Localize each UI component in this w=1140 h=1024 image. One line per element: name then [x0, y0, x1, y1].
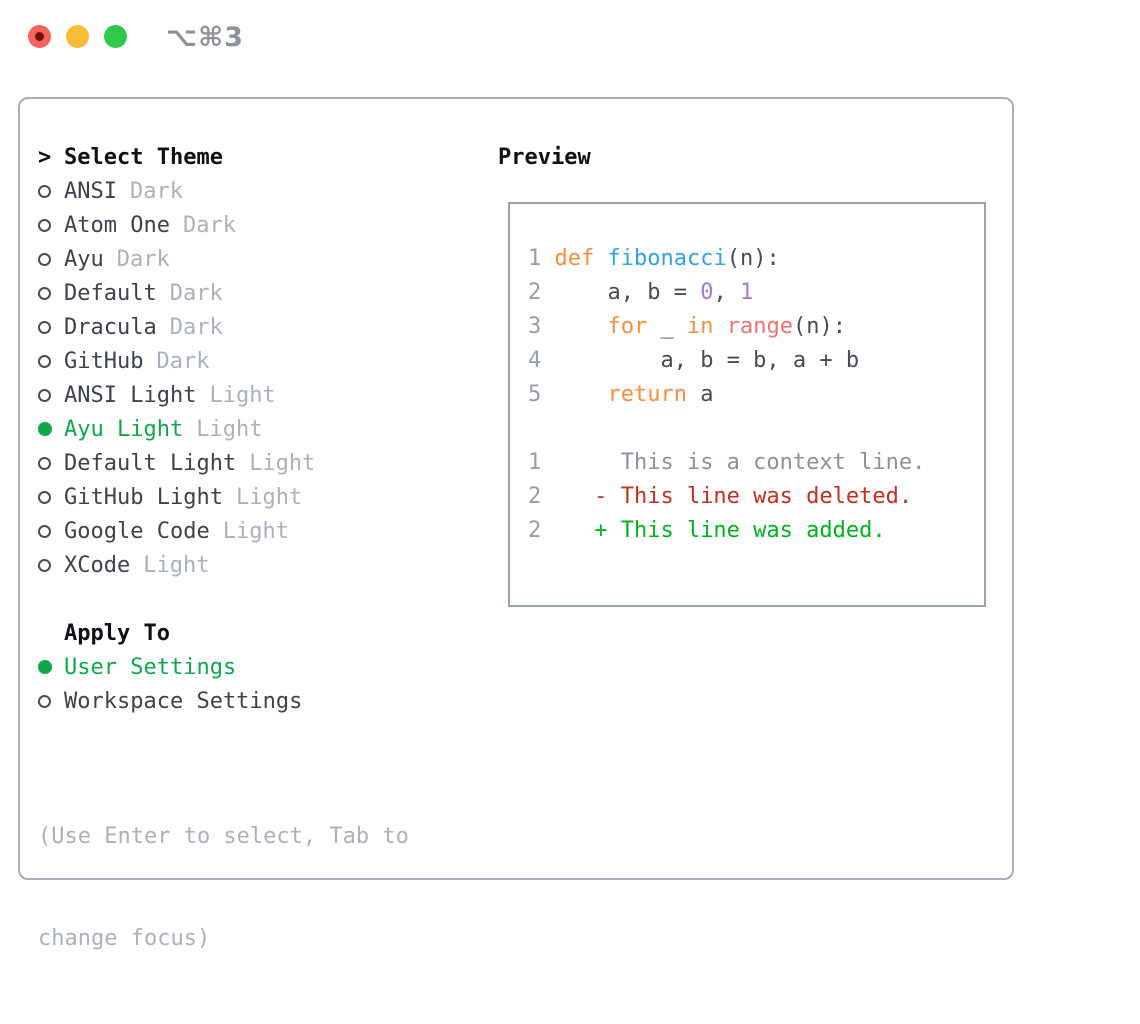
variant-tag: Dark [156, 348, 210, 374]
apply-to-label: Apply To [64, 620, 170, 646]
variant-tag: Dark [116, 246, 170, 272]
option-label: GitHub Light [64, 484, 223, 510]
theme-option-xcode[interactable]: XCode Light [38, 548, 315, 582]
code-line-2: 2 a, b = 0, 1 [528, 280, 754, 305]
code-line-6 [528, 412, 925, 446]
option-label: Workspace Settings [64, 688, 303, 714]
variant-tag: Dark [169, 280, 223, 306]
preview-pane: 1 def fibonacci(n): 2 a, b = 0, 1 3 for _ … [508, 202, 986, 607]
apply-to-header: Apply To [38, 616, 315, 650]
variant-tag: Light [196, 416, 263, 442]
select-theme-label: Select Theme [64, 144, 223, 170]
radio-icon [38, 286, 64, 300]
option-label: Ayu [64, 246, 104, 272]
theme-picker-window: { "window": { "title": "⌥⌘3", "traffic_l… [0, 0, 1140, 951]
close-button[interactable] [28, 25, 51, 48]
theme-option-google-code[interactable]: Google Code Light [38, 514, 315, 548]
titlebar: ⌥⌘3 [0, 0, 1140, 75]
zoom-button[interactable] [104, 25, 127, 48]
option-label: ANSI [64, 178, 117, 204]
radio-icon [38, 694, 64, 708]
radio-icon [38, 558, 64, 572]
variant-tag: Light [222, 518, 289, 544]
theme-option-atom-one[interactable]: Atom One Dark [38, 208, 315, 242]
code-line-8: 2 - This line was deleted. [528, 484, 913, 509]
radio-icon [38, 490, 64, 504]
preview-header: Preview [498, 144, 591, 170]
option-label: User Settings [64, 654, 237, 680]
option-label: Dracula [64, 314, 157, 340]
variant-tag: Light [209, 382, 276, 408]
variant-tag: Dark [169, 314, 223, 340]
option-label: GitHub [64, 348, 144, 374]
option-label: Ayu Light [64, 416, 184, 442]
theme-option-ansi[interactable]: ANSI Dark [38, 174, 315, 208]
variant-tag: Dark [129, 178, 183, 204]
theme-option-dracula[interactable]: Dracula Dark [38, 310, 315, 344]
theme-option-ansi-light[interactable]: ANSI Light Light [38, 378, 315, 412]
help-line-2: change focus) [38, 926, 211, 951]
apply-option-user-settings[interactable]: User Settings [38, 650, 315, 684]
minimize-button[interactable] [66, 25, 89, 48]
theme-option-github[interactable]: GitHub Dark [38, 344, 315, 378]
code-line-9: 2 + This line was added. [528, 518, 886, 543]
focus-caret-icon: > [38, 144, 52, 170]
help-text: (Use Enter to select, Tab to change focu… [38, 752, 409, 1024]
option-label: Atom One [64, 212, 170, 238]
spacer [38, 582, 315, 616]
theme-option-default-light[interactable]: Default Light Light [38, 446, 315, 480]
code-line-5: 5 return a [528, 382, 714, 407]
code-line-1: 1 def fibonacci(n): [528, 246, 780, 271]
select-theme-header: > Select Theme [38, 140, 315, 174]
variant-tag: Light [235, 484, 303, 510]
radio-icon [38, 252, 64, 266]
radio-icon [38, 524, 64, 538]
variant-tag: Light [143, 552, 210, 578]
help-line-1: (Use Enter to select, Tab to [38, 824, 409, 849]
window-title: ⌥⌘3 [166, 22, 244, 53]
radio-icon [38, 184, 64, 198]
apply-option-workspace-settings[interactable]: Workspace Settings [38, 684, 315, 718]
radio-icon [38, 456, 64, 470]
variant-tag: Light [249, 450, 316, 476]
code-line-3: 3 for _ in range(n): [528, 314, 846, 339]
theme-option-github-light[interactable]: GitHub Light Light [38, 480, 315, 514]
theme-option-default[interactable]: Default Dark [38, 276, 315, 310]
option-label: Default Light [64, 450, 237, 476]
radio-icon [38, 218, 64, 232]
code-line-4: 4 a, b = b, a + b [528, 348, 860, 373]
option-label: Google Code [64, 518, 210, 544]
radio-icon [38, 354, 64, 368]
code-line-7: 1 This is a context line. [528, 450, 926, 475]
option-label: XCode [64, 552, 131, 578]
theme-option-ayu[interactable]: Ayu Dark [38, 242, 315, 276]
option-label: Default [64, 280, 157, 306]
radio-selected-icon [38, 660, 64, 674]
code-preview: 1 def fibonacci(n): 2 a, b = 0, 1 3 for _ … [528, 242, 925, 548]
radio-icon [38, 320, 64, 334]
theme-option-ayu-light[interactable]: Ayu Light Light [38, 412, 315, 446]
radio-selected-icon [38, 422, 64, 436]
variant-tag: Dark [182, 212, 236, 238]
option-label: ANSI Light [64, 382, 197, 408]
close-dot-icon [35, 32, 44, 41]
radio-icon [38, 388, 64, 402]
